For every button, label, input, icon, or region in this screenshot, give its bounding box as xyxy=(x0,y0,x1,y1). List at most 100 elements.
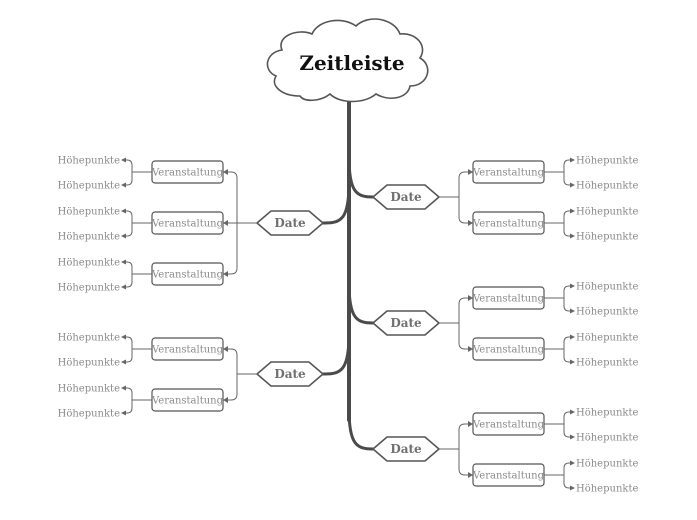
highlight-label: Höhepunkte xyxy=(576,307,638,318)
highlight-label: Höhepunkte xyxy=(58,207,120,218)
date-node[interactable]: Date xyxy=(371,436,441,462)
arrowhead xyxy=(570,485,575,491)
arrowhead xyxy=(468,295,473,301)
event-label: Veranstaltung xyxy=(472,168,545,179)
date-node[interactable]: Date xyxy=(371,310,441,336)
arrowhead xyxy=(570,182,575,188)
highlight-bracket xyxy=(124,261,133,288)
event-label: Veranstaltung xyxy=(151,270,224,281)
highlight-bracket xyxy=(563,159,572,186)
trunk-connector xyxy=(347,281,375,325)
highlight-label: Höhepunkte xyxy=(576,433,638,444)
highlight-label: Höhepunkte xyxy=(576,282,638,293)
event-bracket xyxy=(223,348,238,401)
arrowhead xyxy=(223,271,228,277)
title-cloud-shape xyxy=(266,18,429,103)
arrowhead xyxy=(121,359,126,365)
trunk-connector xyxy=(321,332,351,376)
event-label: Veranstaltung xyxy=(472,219,545,230)
highlight-label: Höhepunkte xyxy=(576,358,638,369)
trunk-connector xyxy=(347,155,375,199)
date-branch-right-1: DateVeranstaltungHöhepunkteHöhepunkteVer… xyxy=(347,155,638,243)
arrowhead xyxy=(121,334,126,340)
arrowhead xyxy=(223,220,228,226)
date-label: Date xyxy=(274,216,306,230)
event-bracket xyxy=(458,171,473,224)
event-label: Veranstaltung xyxy=(472,471,545,482)
date-branch-right-2: DateVeranstaltungHöhepunkteHöhepunkteVer… xyxy=(347,281,638,369)
arrowhead xyxy=(121,284,126,290)
event-label: Veranstaltung xyxy=(151,219,224,230)
title-cloud[interactable]: Zeitleiste xyxy=(266,18,429,103)
highlight-label: Höhepunkte xyxy=(58,384,120,395)
highlight-label: Höhepunkte xyxy=(58,258,120,269)
arrowhead xyxy=(223,397,228,403)
date-node[interactable]: Date xyxy=(255,210,325,236)
arrowhead xyxy=(570,208,575,214)
event-bracket xyxy=(458,423,473,476)
date-node[interactable]: Date xyxy=(255,361,325,387)
arrowhead xyxy=(468,421,473,427)
arrowhead xyxy=(121,385,126,391)
highlight-bracket xyxy=(124,336,133,363)
date-node[interactable]: Date xyxy=(371,184,441,210)
event-label: Veranstaltung xyxy=(472,420,545,431)
timeline-branches: DateVeranstaltungHöhepunkteHöhepunkteVer… xyxy=(58,155,638,495)
arrowhead xyxy=(570,409,575,415)
highlight-bracket xyxy=(563,336,572,363)
date-node-shape xyxy=(255,210,325,236)
arrowhead xyxy=(468,472,473,478)
date-label: Date xyxy=(390,190,422,204)
highlight-label: Höhepunkte xyxy=(576,232,638,243)
event-label: Veranstaltung xyxy=(472,294,545,305)
highlight-label: Höhepunkte xyxy=(576,459,638,470)
date-branch-left-2: DateVeranstaltungHöhepunkteHöhepunkteVer… xyxy=(58,332,351,420)
highlight-bracket xyxy=(124,159,133,186)
arrowhead xyxy=(570,308,575,314)
highlight-label: Höhepunkte xyxy=(576,156,638,167)
arrowhead xyxy=(468,169,473,175)
highlight-label: Höhepunkte xyxy=(58,409,120,420)
arrowhead xyxy=(121,259,126,265)
arrowhead xyxy=(570,157,575,163)
highlight-label: Höhepunkte xyxy=(58,358,120,369)
arrowhead xyxy=(223,169,228,175)
highlight-label: Höhepunkte xyxy=(58,333,120,344)
arrowhead xyxy=(468,220,473,226)
page-title: Zeitleiste xyxy=(299,51,404,75)
arrowhead xyxy=(570,359,575,365)
arrowhead xyxy=(121,182,126,188)
arrowhead xyxy=(570,434,575,440)
date-branch-right-3: DateVeranstaltungHöhepunkteHöhepunkteVer… xyxy=(347,407,638,495)
highlight-bracket xyxy=(563,210,572,237)
date-label: Date xyxy=(274,367,306,381)
arrowhead xyxy=(570,233,575,239)
highlight-label: Höhepunkte xyxy=(576,408,638,419)
highlight-label: Höhepunkte xyxy=(58,156,120,167)
event-label: Veranstaltung xyxy=(151,345,224,356)
trunk-connector xyxy=(347,407,375,451)
highlight-bracket xyxy=(563,285,572,312)
highlight-label: Höhepunkte xyxy=(576,333,638,344)
highlight-bracket xyxy=(124,210,133,237)
event-label: Veranstaltung xyxy=(151,396,224,407)
trunk-connector xyxy=(321,181,351,225)
arrowhead xyxy=(121,233,126,239)
date-node-shape xyxy=(255,361,325,387)
arrowhead xyxy=(570,460,575,466)
highlight-label: Höhepunkte xyxy=(58,181,120,192)
highlight-label: Höhepunkte xyxy=(58,283,120,294)
highlight-label: Höhepunkte xyxy=(576,207,638,218)
